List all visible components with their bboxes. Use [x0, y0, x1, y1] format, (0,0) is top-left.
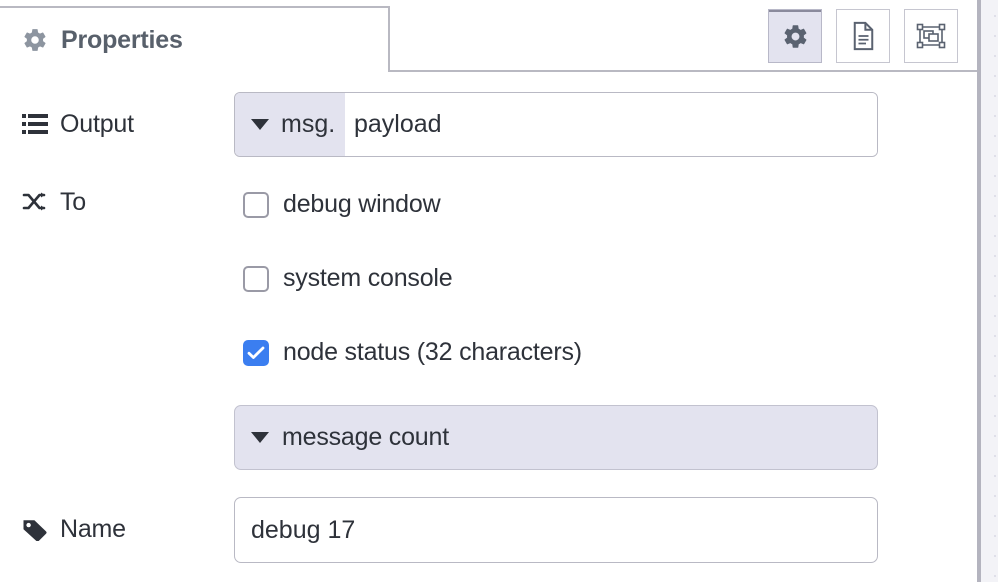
output-property-input[interactable]: payload [345, 93, 877, 156]
tab-properties[interactable]: Properties [0, 6, 390, 72]
checkbox-debug-window[interactable]: debug window [243, 190, 441, 219]
checkbox-box[interactable] [243, 339, 269, 366]
output-row: Output [0, 104, 977, 144]
chevron-down-icon [251, 432, 269, 443]
tab-button-group [768, 9, 958, 63]
page-title: Properties [61, 25, 183, 54]
output-type-label: msg. [281, 110, 336, 138]
check-icon [247, 346, 265, 359]
panel-tabbar: Properties [0, 0, 977, 72]
appearance-tab-button[interactable] [904, 9, 958, 63]
to-label: To [0, 182, 234, 222]
output-label: Output [0, 104, 234, 144]
tabbar-underline [390, 70, 977, 72]
checkbox-label: node status (32 characters) [283, 338, 582, 366]
document-icon [850, 21, 877, 51]
panel-resize-handle[interactable] [977, 0, 981, 582]
description-tab-button[interactable] [836, 9, 890, 63]
chevron-down-icon [251, 119, 269, 130]
checkbox-label: debug window [283, 190, 441, 218]
shuffle-icon [22, 190, 48, 214]
flow-canvas-strip [981, 0, 998, 582]
tag-icon [22, 517, 48, 541]
name-input[interactable]: debug 17 [234, 497, 878, 563]
checkbox-label: system console [283, 264, 453, 292]
status-type-select[interactable]: message count [234, 405, 878, 470]
to-label-text: To [60, 187, 87, 216]
checkbox-box[interactable] [243, 191, 269, 218]
output-type-select[interactable]: msg. [235, 93, 345, 156]
to-row: To [0, 182, 977, 222]
gear-icon [22, 27, 48, 53]
properties-tab-button[interactable] [768, 9, 822, 63]
gear-icon [782, 23, 809, 50]
name-label-text: Name [60, 514, 126, 543]
checkbox-node-status[interactable]: node status (32 characters) [243, 338, 582, 367]
status-type-value: message count [282, 423, 449, 451]
output-typed-input[interactable]: msg. payload [234, 92, 878, 157]
name-row: Name [0, 509, 977, 549]
checkbox-system-console[interactable]: system console [243, 264, 453, 293]
checkbox-box[interactable] [243, 265, 269, 292]
output-label-text: Output [60, 109, 134, 138]
name-label: Name [0, 509, 234, 549]
list-icon [22, 113, 48, 135]
object-group-icon [916, 22, 946, 50]
